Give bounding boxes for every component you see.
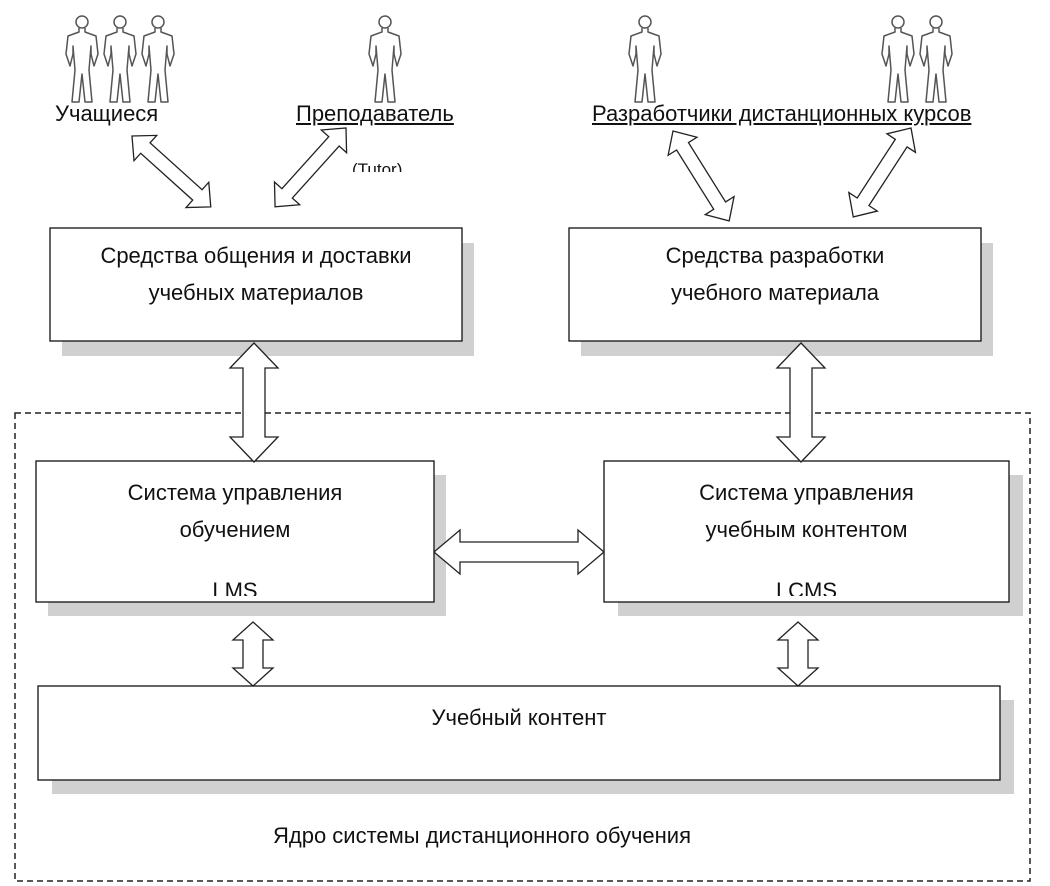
teacher-label: Преподаватель bbox=[296, 101, 454, 126]
content-label: Учебный контент bbox=[431, 705, 607, 730]
arrow-delivery-lms bbox=[228, 342, 280, 463]
lcms-box-text: Система управления учебным контентом bbox=[604, 474, 1009, 548]
developers-label: Разработчики дистанционных курсов bbox=[592, 101, 972, 126]
delivery-line1: Средства общения и доставки bbox=[100, 243, 412, 268]
lcms-tag: LCMS bbox=[775, 578, 838, 596]
lcms-line1: Система управления bbox=[699, 480, 914, 505]
lms-tag: LMS bbox=[212, 578, 258, 596]
lms-line2: обучением bbox=[179, 517, 291, 542]
arrow-teacher-delivery bbox=[273, 127, 348, 208]
lcms-line2: учебным контентом bbox=[705, 517, 908, 542]
core-boundary bbox=[14, 412, 1031, 882]
delivery-box-text: Средства общения и доставки учебных мате… bbox=[50, 237, 462, 311]
arrow-lms-content bbox=[231, 621, 275, 687]
arrow-developers-authoring-left bbox=[667, 130, 735, 222]
developers-person-icons bbox=[628, 15, 953, 103]
delivery-line2: учебных материалов bbox=[148, 280, 364, 305]
students-label: Учащиеся bbox=[55, 101, 159, 126]
students-person-icons bbox=[65, 15, 175, 103]
arrow-lcms-content bbox=[776, 621, 820, 687]
lms-box-text: Система управления обучением bbox=[36, 474, 434, 548]
authoring-line1: Средства разработки bbox=[665, 243, 885, 268]
authoring-line2: учебного материала bbox=[670, 280, 880, 305]
content-box bbox=[37, 685, 1001, 781]
teacher-person-icon bbox=[368, 15, 402, 103]
arrow-developers-authoring-right bbox=[847, 127, 917, 218]
arrow-authoring-lcms bbox=[775, 342, 827, 463]
lcms-box bbox=[603, 460, 1010, 603]
lms-line1: Система управления bbox=[127, 480, 343, 505]
lms-box bbox=[35, 460, 435, 603]
core-label: Ядро системы дистанционного обучения bbox=[273, 823, 691, 848]
delivery-box bbox=[49, 227, 463, 342]
authoring-box bbox=[568, 227, 982, 342]
authoring-box-text: Средства разработки учебного материала bbox=[569, 237, 981, 311]
tutor-note: (Tutor) bbox=[352, 160, 403, 172]
arrow-lms-lcms bbox=[432, 528, 606, 576]
arrow-students-delivery bbox=[131, 134, 212, 209]
